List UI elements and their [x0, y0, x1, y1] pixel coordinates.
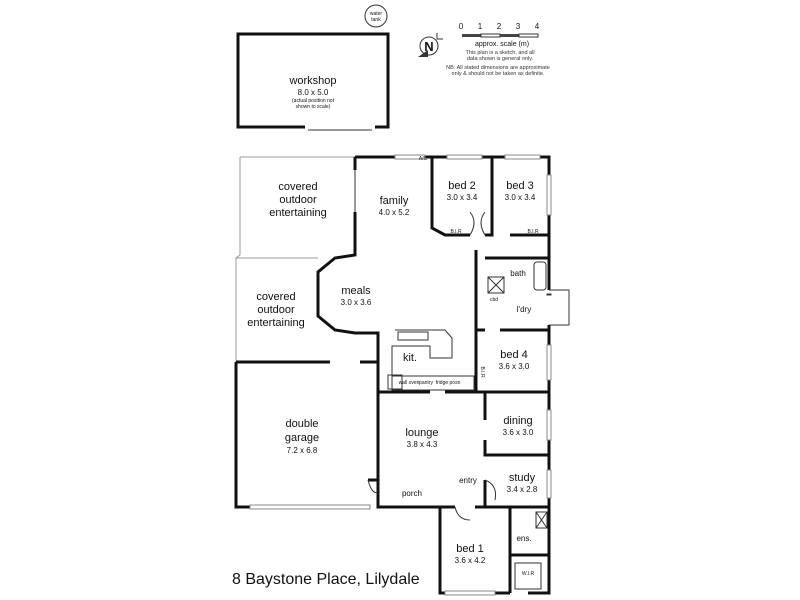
svg-text:3.8 x 4.3: 3.8 x 4.3: [407, 440, 438, 449]
svg-text:1: 1: [478, 22, 483, 31]
room-laundry: l'dry: [517, 305, 531, 314]
svg-text:bed 3: bed 3: [506, 180, 534, 192]
svg-text:water: water: [370, 11, 383, 17]
legend: N 0 1 2 3 4 approx. scale (m) This plan …: [418, 22, 550, 77]
svg-text:shown to scale): shown to scale): [296, 104, 331, 110]
svg-text:outdoor: outdoor: [257, 304, 295, 316]
room-bed3: bed 33.0 x 3.4: [505, 180, 536, 202]
svg-text:NB: All stated dimensions are: NB: All stated dimensions are approximat…: [446, 65, 550, 71]
svg-text:B.I.R: B.I.R: [479, 366, 485, 378]
svg-text:only & should not be taken as: only & should not be taken as definite.: [452, 71, 545, 77]
svg-text:3.4 x 2.8: 3.4 x 2.8: [507, 485, 538, 494]
svg-text:W.I.R: W.I.R: [522, 571, 535, 577]
svg-text:8.0 x 5.0: 8.0 x 5.0: [298, 88, 329, 97]
scale-bar: 0 1 2 3 4 approx. scale (m): [459, 22, 540, 48]
svg-text:3.0 x 3.6: 3.0 x 3.6: [341, 298, 372, 307]
svg-text:data shown is general only.: data shown is general only.: [467, 56, 534, 62]
svg-text:A/C: A/C: [419, 156, 428, 162]
svg-text:covered: covered: [256, 291, 295, 303]
north-arrow-icon: N: [418, 33, 443, 57]
svg-text:study: study: [509, 472, 536, 484]
svg-text:tank: tank: [371, 17, 381, 23]
svg-text:B.I.R: B.I.R: [450, 229, 462, 235]
room-ensuite: ens.: [516, 534, 531, 543]
svg-text:garage: garage: [285, 432, 319, 444]
svg-text:bed 4: bed 4: [500, 349, 528, 361]
room-kitchen: kit.: [403, 352, 417, 364]
svg-text:family: family: [380, 195, 409, 207]
svg-text:entertaining: entertaining: [247, 317, 305, 329]
svg-text:4: 4: [535, 22, 540, 31]
room-bed4: bed 43.6 x 3.0: [499, 349, 530, 371]
svg-text:workshop: workshop: [288, 75, 336, 87]
svg-text:dining: dining: [503, 415, 532, 427]
svg-text:N: N: [424, 39, 433, 54]
svg-text:3.0 x 3.4: 3.0 x 3.4: [447, 193, 478, 202]
svg-text:This plan is a sketch, and all: This plan is a sketch, and all: [465, 50, 534, 56]
svg-text:3: 3: [516, 22, 521, 31]
workshop: workshop 8.0 x 5.0 (actual position not …: [236, 32, 390, 131]
svg-text:lounge: lounge: [405, 427, 438, 439]
svg-text:meals: meals: [341, 285, 371, 297]
room-bed2: bed 23.0 x 3.4: [447, 180, 478, 202]
svg-text:entertaining: entertaining: [269, 207, 327, 219]
svg-text:7.2 x 6.8: 7.2 x 6.8: [287, 446, 318, 455]
svg-text:approx. scale (m): approx. scale (m): [475, 41, 529, 48]
svg-text:bed 1: bed 1: [456, 543, 484, 555]
svg-text:bed 2: bed 2: [448, 180, 476, 192]
svg-text:covered: covered: [278, 181, 317, 193]
svg-text:3.6 x 3.0: 3.6 x 3.0: [499, 362, 530, 371]
svg-text:3.6 x 3.0: 3.6 x 3.0: [503, 428, 534, 437]
room-garage: double garage 7.2 x 6.8: [285, 418, 319, 455]
svg-text:fridge posn: fridge posn: [436, 380, 461, 386]
svg-text:B.I.R: B.I.R: [527, 229, 539, 235]
water-tank: water tank: [364, 4, 388, 28]
svg-text:2: 2: [497, 22, 502, 31]
svg-text:3.0 x 3.4: 3.0 x 3.4: [505, 193, 536, 202]
svg-text:3.6 x 4.2: 3.6 x 4.2: [455, 556, 486, 565]
svg-text:double: double: [285, 418, 318, 430]
svg-text:pantry: pantry: [419, 380, 433, 386]
room-bed1: bed 13.6 x 4.2: [455, 543, 486, 565]
room-entry: entry: [459, 476, 477, 485]
room-bath: bath: [510, 269, 526, 278]
svg-text:0: 0: [459, 22, 464, 31]
svg-text:4.0 x 5.2: 4.0 x 5.2: [379, 208, 410, 217]
svg-text:cbd: cbd: [490, 297, 498, 303]
svg-text:outdoor: outdoor: [279, 194, 317, 206]
svg-text:wall oven: wall oven: [399, 380, 420, 386]
house-walls: [234, 155, 570, 595]
room-porch: porch: [402, 489, 422, 498]
property-address: 8 Baystone Place, Lilydale: [232, 571, 420, 588]
svg-text:(actual position not: (actual position not: [292, 98, 335, 104]
